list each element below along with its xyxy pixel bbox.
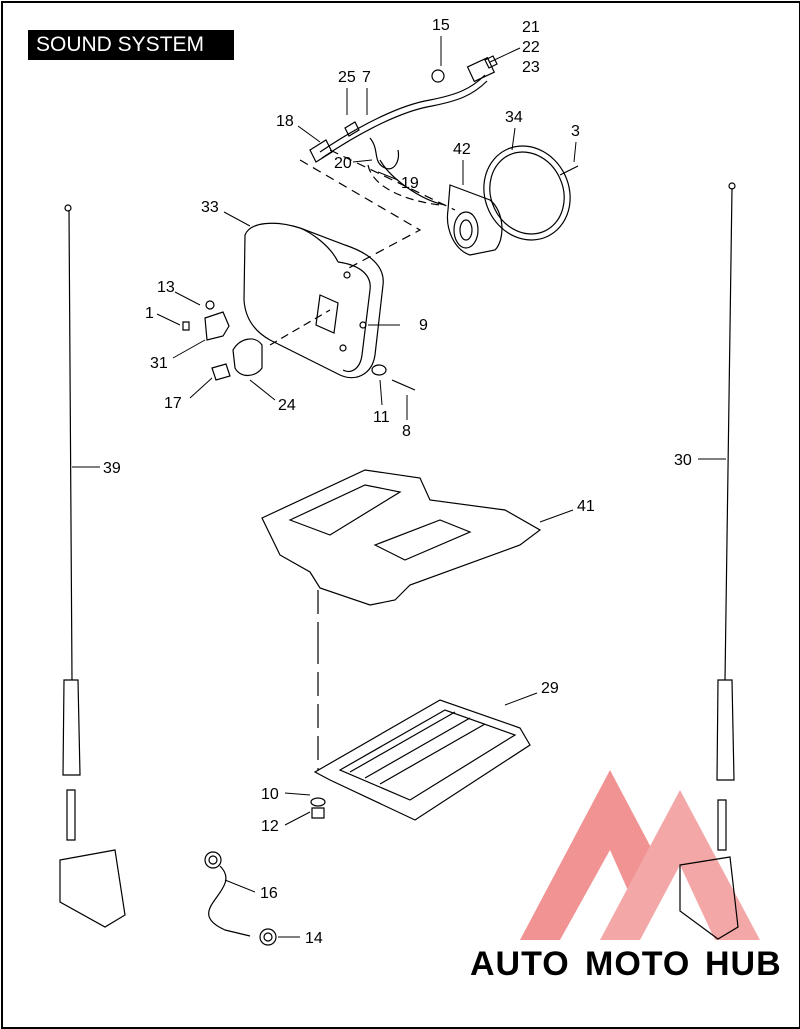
watermark-wordmark: AUTO MOTO HUB — [470, 945, 782, 983]
amplifier — [310, 640, 531, 821]
callout-16: 16 — [260, 885, 278, 902]
callout-34: 34 — [505, 109, 523, 126]
leader-lines — [72, 36, 726, 938]
callout-25: 25 — [338, 69, 356, 86]
watermark-logo — [520, 770, 760, 940]
callout-14: 14 — [305, 930, 323, 947]
page-title: SOUND SYSTEM — [28, 30, 234, 60]
watermark-moto: MOTO — [585, 945, 690, 983]
wiring-harness — [299, 55, 498, 271]
callout-9: 9 — [419, 317, 428, 334]
speaker-grille — [483, 145, 579, 241]
speaker-housing — [243, 222, 384, 379]
speaker — [446, 184, 503, 256]
callout-22: 22 — [522, 39, 540, 56]
callout-labels: 15 21 22 23 25 7 34 3 18 42 20 19 33 13 … — [103, 17, 692, 947]
callout-18: 18 — [276, 113, 294, 130]
callout-1: 1 — [145, 305, 154, 322]
callout-42: 42 — [453, 141, 471, 158]
callout-39: 39 — [103, 460, 121, 477]
callout-13: 13 — [157, 279, 175, 296]
callout-17: 17 — [164, 395, 182, 412]
callout-8: 8 — [402, 423, 411, 440]
watermark-auto: AUTO — [470, 945, 570, 983]
callout-33: 33 — [201, 199, 219, 216]
callout-3: 3 — [571, 123, 580, 140]
antenna-right — [679, 182, 739, 940]
mounting-plate — [261, 469, 542, 640]
callout-24: 24 — [278, 397, 296, 414]
antenna-left — [59, 204, 126, 928]
ground-strap — [204, 851, 277, 946]
callout-41: 41 — [577, 498, 595, 515]
callout-30: 30 — [674, 452, 692, 469]
callout-12: 12 — [261, 818, 279, 835]
callout-23: 23 — [522, 59, 540, 76]
callout-15: 15 — [432, 17, 450, 34]
watermark-hub: HUB — [705, 945, 782, 983]
mount-bracket — [182, 300, 416, 391]
callout-7: 7 — [362, 69, 371, 86]
callout-21: 21 — [522, 19, 540, 36]
callout-31: 31 — [150, 355, 168, 372]
callout-10: 10 — [261, 786, 279, 803]
callout-19: 19 — [401, 175, 419, 192]
callout-29: 29 — [541, 680, 559, 697]
callout-11: 11 — [373, 409, 390, 426]
callout-20: 20 — [334, 155, 352, 172]
